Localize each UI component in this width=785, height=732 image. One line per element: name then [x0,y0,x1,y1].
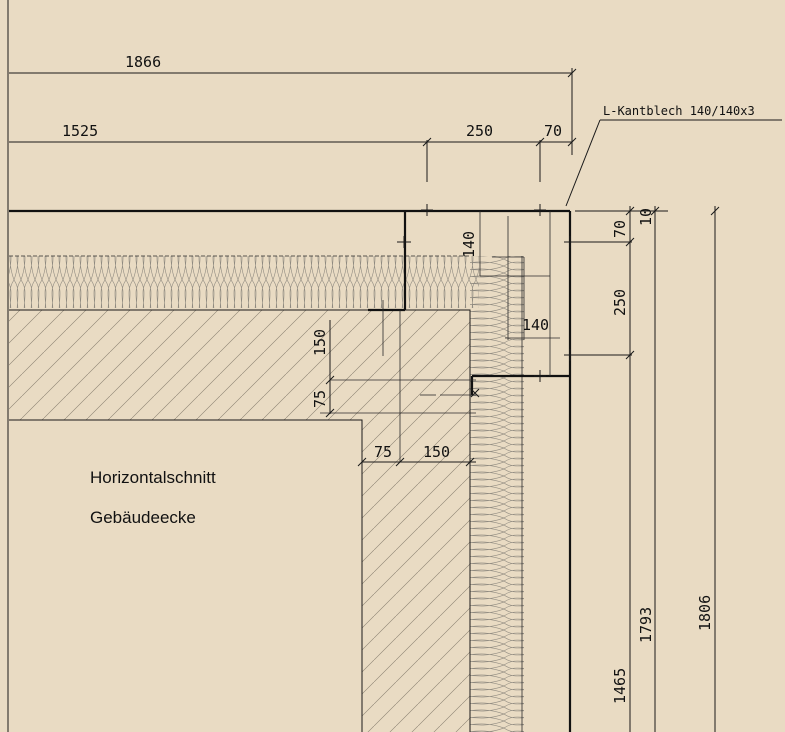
dim-250-top: 250 [466,122,493,140]
drawing-title-line1: Horizontalschnitt [90,468,216,487]
dim-1806: 1806 [696,595,714,631]
dimension-chain-top [9,68,577,216]
dim-70-top: 70 [544,122,562,140]
dim-75-vertical: 75 [311,390,329,408]
dim-1525: 1525 [62,122,98,140]
drawing-title-line2: Gebäudeecke [90,508,196,527]
dim-150-horizontal: 150 [423,443,450,461]
dim-140-vertical: 140 [460,231,478,258]
kantblech-leader [565,119,782,207]
facade-cladding [9,209,665,732]
dim-1793: 1793 [637,607,655,643]
dim-140-horizontal: 140 [522,316,549,334]
dim-1465: 1465 [611,668,629,704]
dim-250-right: 250 [611,289,629,316]
construction-lines [320,211,560,462]
dim-75-horizontal: 75 [374,443,392,461]
dimension-chain-right [564,206,720,732]
insulation-horizontal [9,255,479,308]
dim-1866: 1866 [125,53,161,71]
dim-70-right: 70 [611,220,629,238]
label-kantblech: L-Kantblech 140/140x3 [603,104,755,118]
masonry-wall [9,309,471,732]
dimension-chain-middle [325,236,546,467]
insulation-vertical [470,256,524,732]
dim-150-vertical: 150 [311,329,329,356]
dim-10-right: 10 [637,208,655,226]
